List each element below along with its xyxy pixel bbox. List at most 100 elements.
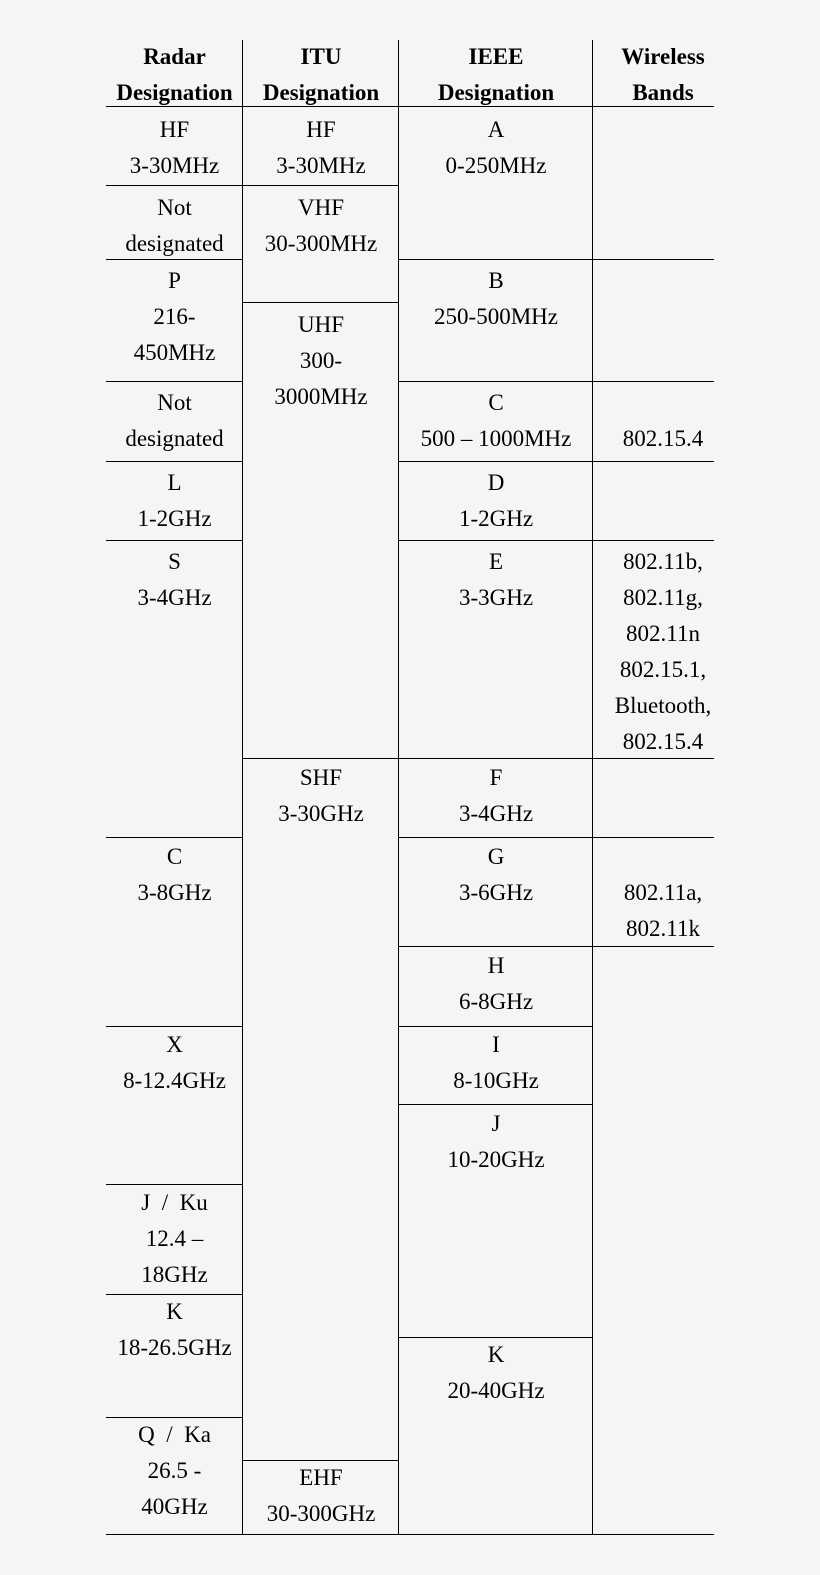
ieee-cell-i: I 8-10GHz [399,1027,593,1099]
column-divider-radar-itu [242,40,243,1535]
ieee-row-rule [399,1104,593,1105]
header-ieee-line2: Designation [437,80,555,105]
ieee-cell-e: E 3-3GHz [399,544,593,616]
ieee-cell-j: J 10-20GHz [399,1106,593,1178]
header-bottom-rule [106,106,714,107]
ieee-cell-line: I [492,1032,500,1057]
ieee-cell-line: 250-500MHz [434,304,558,329]
wireless-cell-line: 802.11b, [623,549,703,574]
radar-cell-line: 18-26.5GHz [117,1335,232,1360]
radar-cell-j-ku: J / Ku 12.4 – 18GHz [106,1185,243,1293]
itu-cell-ehf: EHF 30-300GHz [243,1460,399,1532]
wireless-row-rule [593,381,714,382]
itu-cell-vhf: VHF 30-300MHz [243,190,399,262]
ieee-cell-line: 1-2GHz [458,506,534,531]
itu-cell-line: EHF [299,1465,343,1490]
radar-cell-line: Not [157,390,192,415]
ieee-cell-line: 500 – 1000MHz [420,426,572,451]
ieee-cell-line: J [491,1111,501,1136]
radar-cell-line: 40GHz [141,1494,208,1519]
wireless-row-rule [593,837,714,838]
header-itu-line1: ITU [300,44,342,69]
header-radar: Radar Designation [106,39,243,111]
radar-cell-line: K [166,1299,183,1324]
itu-cell-line: VHF [297,195,344,220]
wireless-cell-802-15-4: 802.15.4 [593,421,733,457]
ieee-row-rule [399,259,593,260]
itu-row-rule [243,758,399,759]
itu-cell-line: 3-30GHz [278,801,364,826]
header-wireless-line2: Bands [632,80,694,105]
radar-cell-line: 18GHz [141,1262,208,1287]
radar-cell-line: 3-4GHz [137,585,212,610]
ieee-cell-line: 20-40GHz [447,1378,545,1403]
radar-cell-line: S [168,549,181,574]
ieee-cell-line: G [487,844,505,869]
wireless-row-rule [593,259,714,260]
radar-cell-line: 216- [153,304,196,329]
wireless-cell-line: 802.15.1, [619,657,707,682]
ieee-cell-line: 3-4GHz [458,801,534,826]
radar-row-rule [106,259,243,260]
radar-cell-line: 450MHz [133,340,216,365]
itu-cell-line: 30-300MHz [264,231,378,256]
ieee-row-rule [399,381,593,382]
header-radar-line1: Radar [143,44,206,69]
radar-cell-not-designated-2: Not designated [106,385,243,457]
radar-cell-line: Not [157,195,192,220]
radar-cell-line: 12.4 – [145,1226,204,1251]
wireless-cell-802-11a: 802.11a, 802.11k [593,875,733,947]
radar-cell-line: designated [125,231,224,256]
ieee-row-rule [399,946,593,947]
wireless-row-rule [593,540,714,541]
radar-cell-line: L [167,470,182,495]
ieee-cell-line: 0-250MHz [445,153,547,178]
itu-row-rule [243,185,399,186]
radar-row-rule [106,1417,243,1418]
radar-cell-line: J / Ku [141,1190,208,1215]
wireless-cell-line: Bluetooth, [614,693,712,718]
radar-row-rule [106,185,243,186]
itu-cell-line: 3-30MHz [276,153,366,178]
radar-cell-line: 26.5 - [147,1458,202,1483]
header-itu: ITU Designation [243,39,399,111]
radar-cell-line: C [166,844,183,869]
radar-cell-l: L 1-2GHz [106,465,243,537]
wireless-cell-line: 802.11g, [623,585,703,610]
ieee-cell-line: K [487,1342,505,1367]
radar-cell-line: 3-30MHz [129,153,220,178]
itu-cell-uhf: UHF 300- 3000MHz [243,307,399,415]
radar-row-rule [106,1294,243,1295]
radar-cell-line: designated [125,426,224,451]
wireless-row-rule [593,946,714,947]
itu-cell-shf: SHF 3-30GHz [243,760,399,832]
header-ieee: IEEE Designation [399,39,593,111]
radar-cell-x: X 8-12.4GHz [106,1027,243,1099]
ieee-cell-h: H 6-8GHz [399,948,593,1020]
ieee-cell-line: B [488,268,504,293]
wireless-cell-802-11-group: 802.11b, 802.11g, 802.11n 802.15.1, Blue… [593,544,733,760]
wireless-cell-line: 802.11n [626,621,700,646]
ieee-cell-line: H [487,953,505,978]
radar-cell-not-designated-1: Not designated [106,190,243,262]
ieee-cell-line: 8-10GHz [453,1068,539,1093]
ieee-cell-line: D [487,470,505,495]
ieee-row-rule [399,758,593,759]
itu-cell-line: 30-300GHz [266,1501,376,1526]
ieee-cell-g: G 3-6GHz [399,839,593,911]
ieee-cell-b: B 250-500MHz [399,263,593,335]
ieee-cell-line: 10-20GHz [447,1147,545,1172]
ieee-cell-line: A [487,117,505,142]
ieee-cell-c: C 500 – 1000MHz [399,385,593,457]
wireless-row-rule [593,461,714,462]
radar-cell-line: 1-2GHz [137,506,212,531]
ieee-cell-f: F 3-4GHz [399,760,593,832]
radar-cell-q-ka: Q / Ka 26.5 - 40GHz [106,1417,243,1525]
radar-cell-p: P 216- 450MHz [106,263,243,371]
radar-row-rule [106,461,243,462]
ieee-cell-line: C [488,390,504,415]
wireless-cell-line: 802.11a, [623,880,703,905]
radar-cell-line: HF [159,117,190,142]
itu-cell-line: UHF [297,312,344,337]
ieee-row-rule [399,837,593,838]
